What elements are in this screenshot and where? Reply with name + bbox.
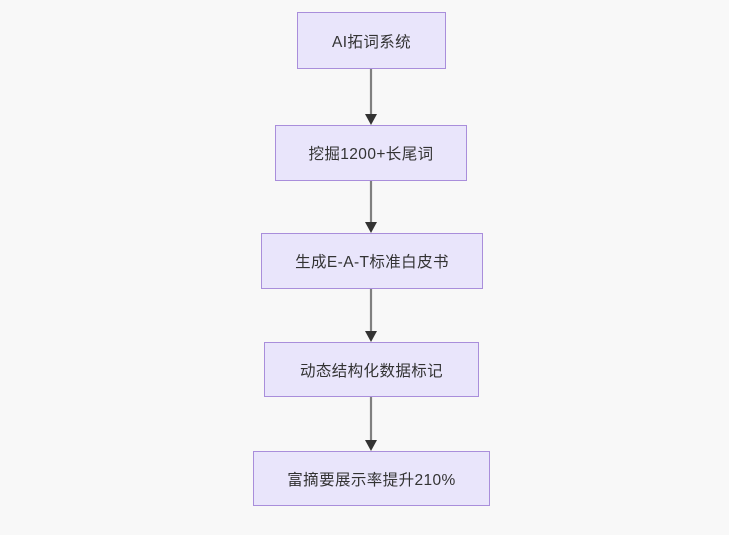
flowchart-node-generate-eat-whitepaper[interactable]: 生成E-A-T标准白皮书 — [261, 233, 483, 289]
flowchart-node-dynamic-structured-data-markup[interactable]: 动态结构化数据标记 — [264, 342, 479, 397]
flowchart-node-label: 动态结构化数据标记 — [299, 362, 444, 380]
flowchart-node-label: 生成E-A-T标准白皮书 — [295, 254, 449, 271]
flowchart-node-rich-snippet-impression-uplift[interactable]: 富摘要展示率提升210% — [253, 451, 490, 506]
flowchart-node-label: 富摘要展示率提升210% — [287, 471, 456, 489]
arrow-down-icon — [365, 397, 377, 451]
arrow-down-icon — [365, 181, 377, 233]
flowchart-node-label: AI拓词系统 — [331, 33, 412, 51]
flowchart-node-label: 挖掘1200+长尾词 — [308, 146, 434, 163]
arrow-down-icon — [365, 69, 377, 125]
flowchart-node-ai-keyword-system[interactable]: AI拓词系统 — [297, 12, 446, 69]
arrow-down-icon — [365, 289, 377, 342]
flowchart-node-mine-longtail-keywords[interactable]: 挖掘1200+长尾词 — [275, 125, 467, 181]
